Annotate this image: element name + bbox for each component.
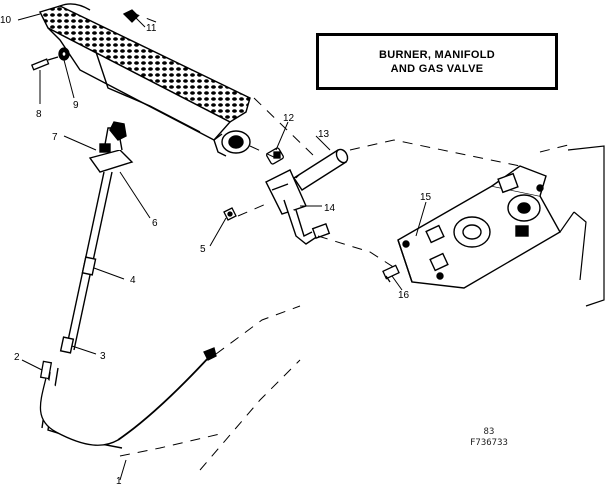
burner-nut	[122, 9, 139, 23]
callout-4: 4	[130, 275, 136, 286]
callout-5: 5	[200, 244, 206, 255]
callout-8: 8	[36, 109, 42, 120]
figure-code: 83 F736733	[470, 427, 508, 449]
figure-code-line-1: 83	[483, 427, 495, 437]
callout-11: 11	[146, 23, 157, 34]
callout-14: 14	[324, 203, 336, 214]
manifold-fitting	[223, 207, 237, 221]
callout-1: 1	[116, 476, 122, 487]
orifice	[266, 147, 284, 165]
callout-7: 7	[52, 132, 58, 143]
thermocouple	[39, 347, 217, 446]
assembly-lines	[119, 11, 573, 471]
callout-6: 6	[152, 218, 158, 229]
callout-15: 15	[420, 192, 432, 203]
manifold	[265, 148, 349, 245]
callout-12: 12	[283, 113, 295, 124]
diagram-title-box: BURNER, MANIFOLD AND GAS VALVE	[316, 33, 558, 90]
callout-labels: 10 11 8 9 12 13 7 6 14 5 4 3 2 1 15 16	[0, 15, 432, 487]
mounting-screw	[30, 56, 59, 71]
frame-outline	[559, 145, 605, 307]
valve-fitting	[382, 264, 400, 283]
callout-10: 10	[0, 15, 12, 26]
burner	[39, 3, 251, 157]
gas-valve	[397, 165, 561, 289]
pilot-bracket	[88, 121, 134, 173]
callout-13: 13	[318, 129, 330, 140]
title-line-2: AND GAS VALVE	[390, 62, 484, 75]
callout-3: 3	[100, 351, 106, 362]
callout-16: 16	[398, 290, 410, 301]
figure-code-line-2: F736733	[470, 438, 508, 448]
callout-9: 9	[73, 100, 79, 111]
leader-lines	[17, 13, 427, 481]
mounting-washer	[58, 47, 70, 61]
title-line-1: BURNER, MANIFOLD	[378, 48, 495, 61]
callout-2: 2	[14, 352, 20, 363]
